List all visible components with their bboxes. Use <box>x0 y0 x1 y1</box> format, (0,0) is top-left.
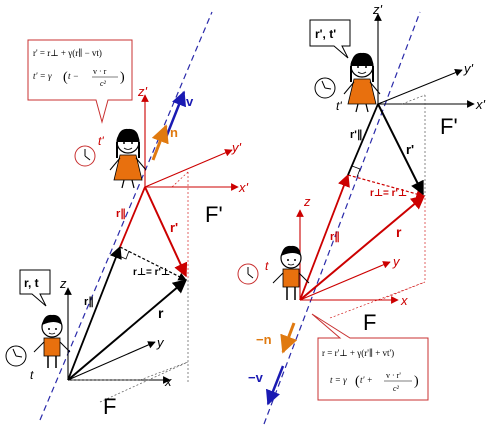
left-label-r-parallel-red: r∥ <box>116 208 126 220</box>
right-label-neg-v: −v <box>248 370 264 385</box>
right-neg-n-arrow <box>280 322 298 354</box>
right-eq-line2-lhs: t = γ <box>330 375 347 385</box>
left-F-prime-box <box>171 171 189 280</box>
left-vector-r-parallel <box>67 245 122 381</box>
left-eq-line1: r' = r⊥ + γ(r∥ − vt) <box>33 48 102 58</box>
right-clock-t: t <box>237 259 269 285</box>
left-motion-line <box>39 11 213 421</box>
right-label-r-parallel-prime: r'∥ <box>350 129 362 141</box>
right-label-r: r <box>396 224 402 240</box>
left-n-arrow <box>151 124 169 161</box>
left-speech-bubble <box>19 269 51 307</box>
right-vector-r-parallel-prime <box>347 103 379 176</box>
left-F-axis-x: x <box>164 374 172 389</box>
right-clock-t-label: t <box>265 259 269 273</box>
right-bubble-label: r', t' <box>315 27 336 41</box>
left-clock-t-prime-label: t' <box>98 134 104 148</box>
left-F-axis-z: z <box>59 276 67 291</box>
right-F-axis-x: x <box>400 293 408 308</box>
left-Fp-axis-x: x' <box>238 180 249 195</box>
right-eq-paren-close: ) <box>414 374 419 389</box>
left-label-n: n <box>170 125 178 140</box>
right-eq-paren-open: ( <box>355 374 360 389</box>
right-label-r-perp: r⊥= r'⊥ <box>370 188 407 199</box>
right-eq-den: c² <box>393 384 400 393</box>
left-eq-line2-lhs: t' = γ <box>33 71 52 81</box>
left-equation-box: r' = r⊥ + γ(r∥ − vt) t' = γ ( t − v · r … <box>27 39 133 124</box>
right-eq-line1: r = r'⊥ + γ(r'∥ + vt') <box>322 348 394 358</box>
left-vector-r-prime <box>144 186 188 278</box>
left-frame-F-prime: F' <box>205 202 223 227</box>
right-label-r-prime: r' <box>406 142 414 157</box>
left-label-r: r <box>158 305 164 321</box>
left-eq-den: c² <box>100 79 107 88</box>
right-clock-t-prime: t' <box>314 77 342 113</box>
right-person-F-prime: r', t' <box>309 19 381 113</box>
left-eq-num: v · r <box>93 67 107 76</box>
right-vector-r-parallel <box>299 173 350 301</box>
left-clock-t-label: t <box>30 368 34 382</box>
right-Fp-axis-y: y' <box>463 61 474 76</box>
right-motion-line <box>263 11 421 425</box>
right-Fp-axis-x: x' <box>475 97 486 112</box>
right-frame-F-prime: F' <box>440 114 458 139</box>
left-panel: x y z F r r∥ r⊥= r'⊥ x' y' z' F' r' r∥ <box>5 11 249 421</box>
right-F-axis-y: y <box>392 254 401 269</box>
left-label-r-prime: r' <box>170 220 178 235</box>
left-frame-F: F <box>103 394 116 419</box>
right-eq-num: v · r' <box>386 371 401 380</box>
right-Fp-axis-z: z' <box>372 2 383 17</box>
left-person-F: r, t <box>19 269 71 368</box>
left-Fp-axis-y: y' <box>231 140 242 155</box>
left-bubble-label: r, t <box>24 276 39 290</box>
right-axes-F-prime <box>374 13 475 108</box>
left-person-F-prime <box>109 128 147 189</box>
right-F-axis-z: z <box>303 194 311 209</box>
left-F-axis-y: y <box>156 335 165 350</box>
left-vector-r <box>67 279 188 381</box>
right-label-neg-n: −n <box>256 332 272 347</box>
right-neg-velocity-arrow <box>265 365 285 406</box>
right-clock-t-prime-label: t' <box>336 99 342 113</box>
left-Fp-axis-z: z' <box>137 84 148 99</box>
left-label-v: v <box>186 94 194 109</box>
left-eq-t: t − <box>68 71 79 81</box>
right-right-angle <box>351 165 361 178</box>
right-frame-F: F <box>363 310 376 335</box>
right-person-F <box>272 245 310 300</box>
right-label-r-parallel: r∥ <box>330 231 340 243</box>
right-vector-r-prime <box>377 103 424 196</box>
right-panel: x y z F r r∥ r⊥= r'⊥ x' y' z' F' r' r'∥ … <box>237 2 486 425</box>
left-clock-t-prime: t' <box>74 134 104 167</box>
right-eq-t: t' + <box>360 375 373 385</box>
right-F-box <box>300 198 426 319</box>
right-equation-box: r = r'⊥ + γ(r'∥ + vt') t = γ ( t' + v · … <box>311 313 429 401</box>
right-vector-r <box>299 195 426 301</box>
right-speech-bubble <box>309 19 351 59</box>
right-F-prime-box <box>401 94 426 196</box>
left-axes-F-prime <box>141 94 239 191</box>
left-label-r-perp: r⊥= r'⊥ <box>133 267 170 278</box>
left-clock-t: t <box>5 345 34 382</box>
left-label-r-parallel: r∥ <box>84 296 94 308</box>
left-eq-paren-open: ( <box>63 70 68 85</box>
left-vector-r-parallel-red <box>119 186 146 248</box>
left-F-box <box>68 280 189 403</box>
left-eq-paren-close: ) <box>120 70 125 85</box>
left-right-angle <box>116 250 130 260</box>
